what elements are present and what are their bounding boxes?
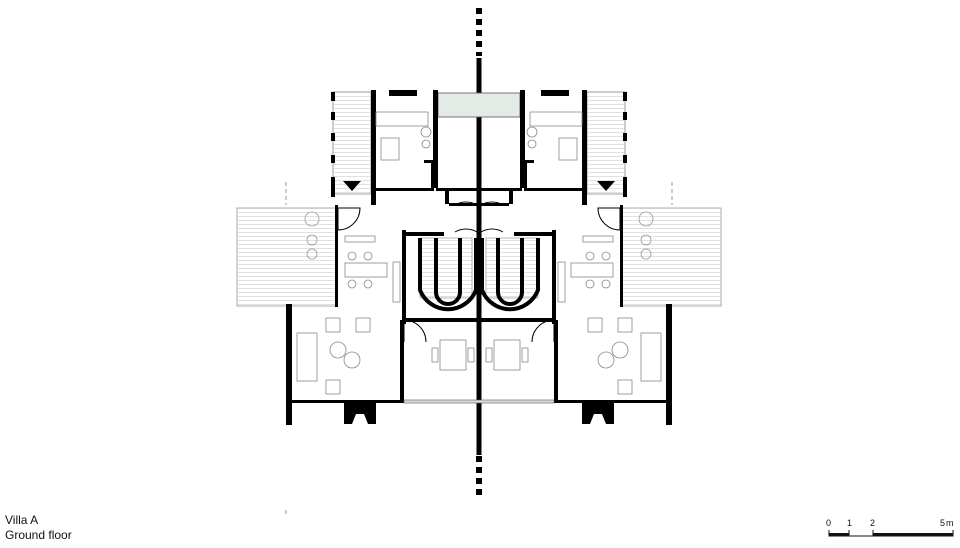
scale-unit: m: [946, 518, 954, 528]
left-north-stair: [332, 91, 372, 195]
curved-stair-wall-right: [480, 238, 540, 312]
central-core: [402, 188, 556, 404]
scale-tick-0: 0: [826, 518, 831, 528]
stair-arrow-icon: [343, 181, 361, 191]
scale-tick-2: 2: [870, 518, 875, 528]
scale-tick-5: 5: [940, 518, 945, 528]
left-terrace: [236, 207, 337, 307]
right-stair-flight: [485, 237, 539, 299]
curved-stair-wall-left: [418, 238, 478, 312]
right-terrace: [621, 207, 722, 307]
scale-tick-1: 1: [847, 518, 852, 528]
right-north-stair: [586, 91, 626, 195]
skylight: [437, 92, 521, 118]
caption-title: Villa A: [5, 513, 39, 527]
right-unit: [520, 90, 722, 425]
scale-bar: 0 1 2 5 m: [826, 518, 954, 537]
fireplace: [344, 400, 376, 424]
caption-subtitle: Ground floor: [5, 528, 72, 542]
stair-arrow-icon: [597, 181, 615, 191]
drawing-caption: Villa A Ground floor: [5, 513, 72, 543]
left-unit: [236, 90, 438, 514]
fireplace: [582, 400, 614, 424]
left-stair-flight: [419, 237, 473, 299]
